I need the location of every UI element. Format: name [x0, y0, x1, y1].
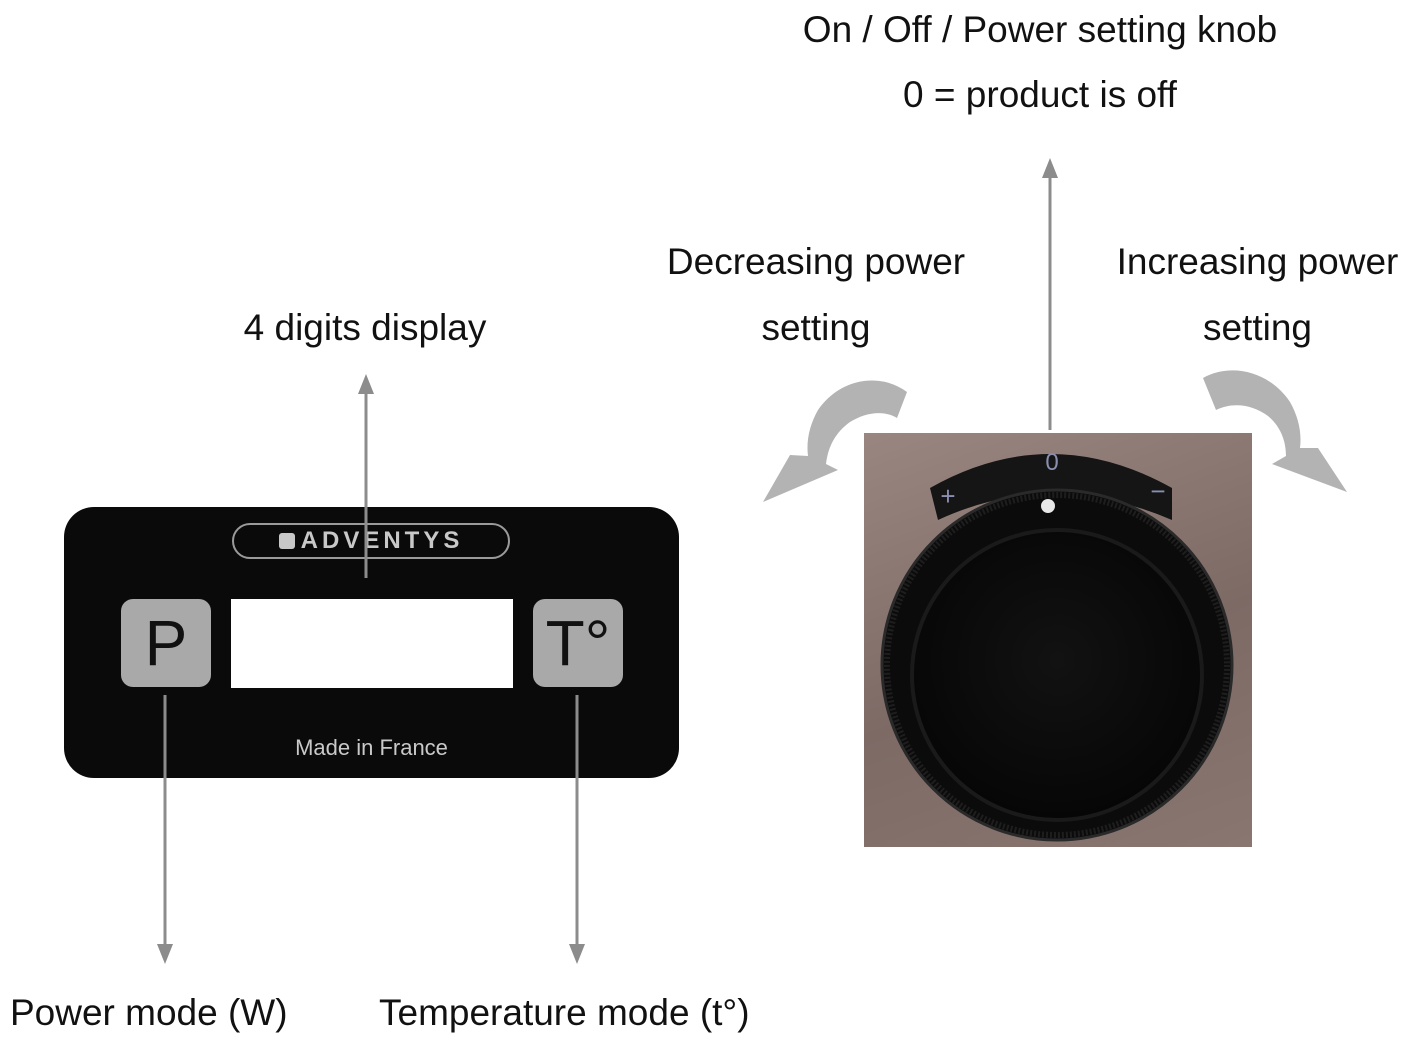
- power-mode-button[interactable]: P: [121, 599, 211, 687]
- display-arrowhead: [358, 374, 374, 394]
- knob-title-arrowhead: [1042, 158, 1058, 178]
- decrease-rotation-arrow: [763, 380, 907, 502]
- brand-logo: ADVENTYS: [232, 523, 510, 559]
- knob-title-line1: On / Off / Power setting knob: [802, 9, 1278, 50]
- power-key-label: P: [144, 607, 188, 679]
- dial-zero-mark: 0: [1045, 449, 1058, 476]
- dial-minus-mark: −: [1150, 476, 1165, 506]
- control-panel: ADVENTYS P T° Made in France: [64, 507, 679, 778]
- dial-plus-mark: +: [940, 481, 955, 511]
- temperature-mode-arrowhead: [569, 944, 585, 964]
- increasing-label-line2: setting: [1202, 307, 1312, 348]
- brand-mark-icon: [278, 533, 295, 549]
- knob-title-line2: 0 = product is off: [903, 74, 1177, 115]
- power-mode-label: Power mode (W): [10, 992, 288, 1033]
- temperature-mode-button[interactable]: T°: [533, 599, 623, 687]
- increase-rotation-arrow: [1203, 370, 1347, 492]
- power-mode-arrowhead: [157, 944, 173, 964]
- knob-indicator-dot: [1041, 499, 1055, 513]
- temperature-mode-label: Temperature mode (t°): [379, 992, 750, 1033]
- increasing-label-line1: Increasing power: [1116, 241, 1399, 282]
- brand-name: ADVENTYS: [300, 527, 464, 554]
- dial-scale-band: [930, 454, 1172, 520]
- decreasing-label-line1: Decreasing power: [666, 241, 966, 282]
- power-knob-face: [910, 528, 1204, 822]
- made-in-label: Made in France: [295, 735, 448, 760]
- power-knob-grip-ring: [884, 492, 1230, 838]
- decreasing-label-line2: setting: [761, 307, 871, 348]
- four-digit-display: [231, 599, 513, 688]
- display-label: 4 digits display: [243, 307, 487, 348]
- temperature-key-label: T°: [545, 607, 611, 679]
